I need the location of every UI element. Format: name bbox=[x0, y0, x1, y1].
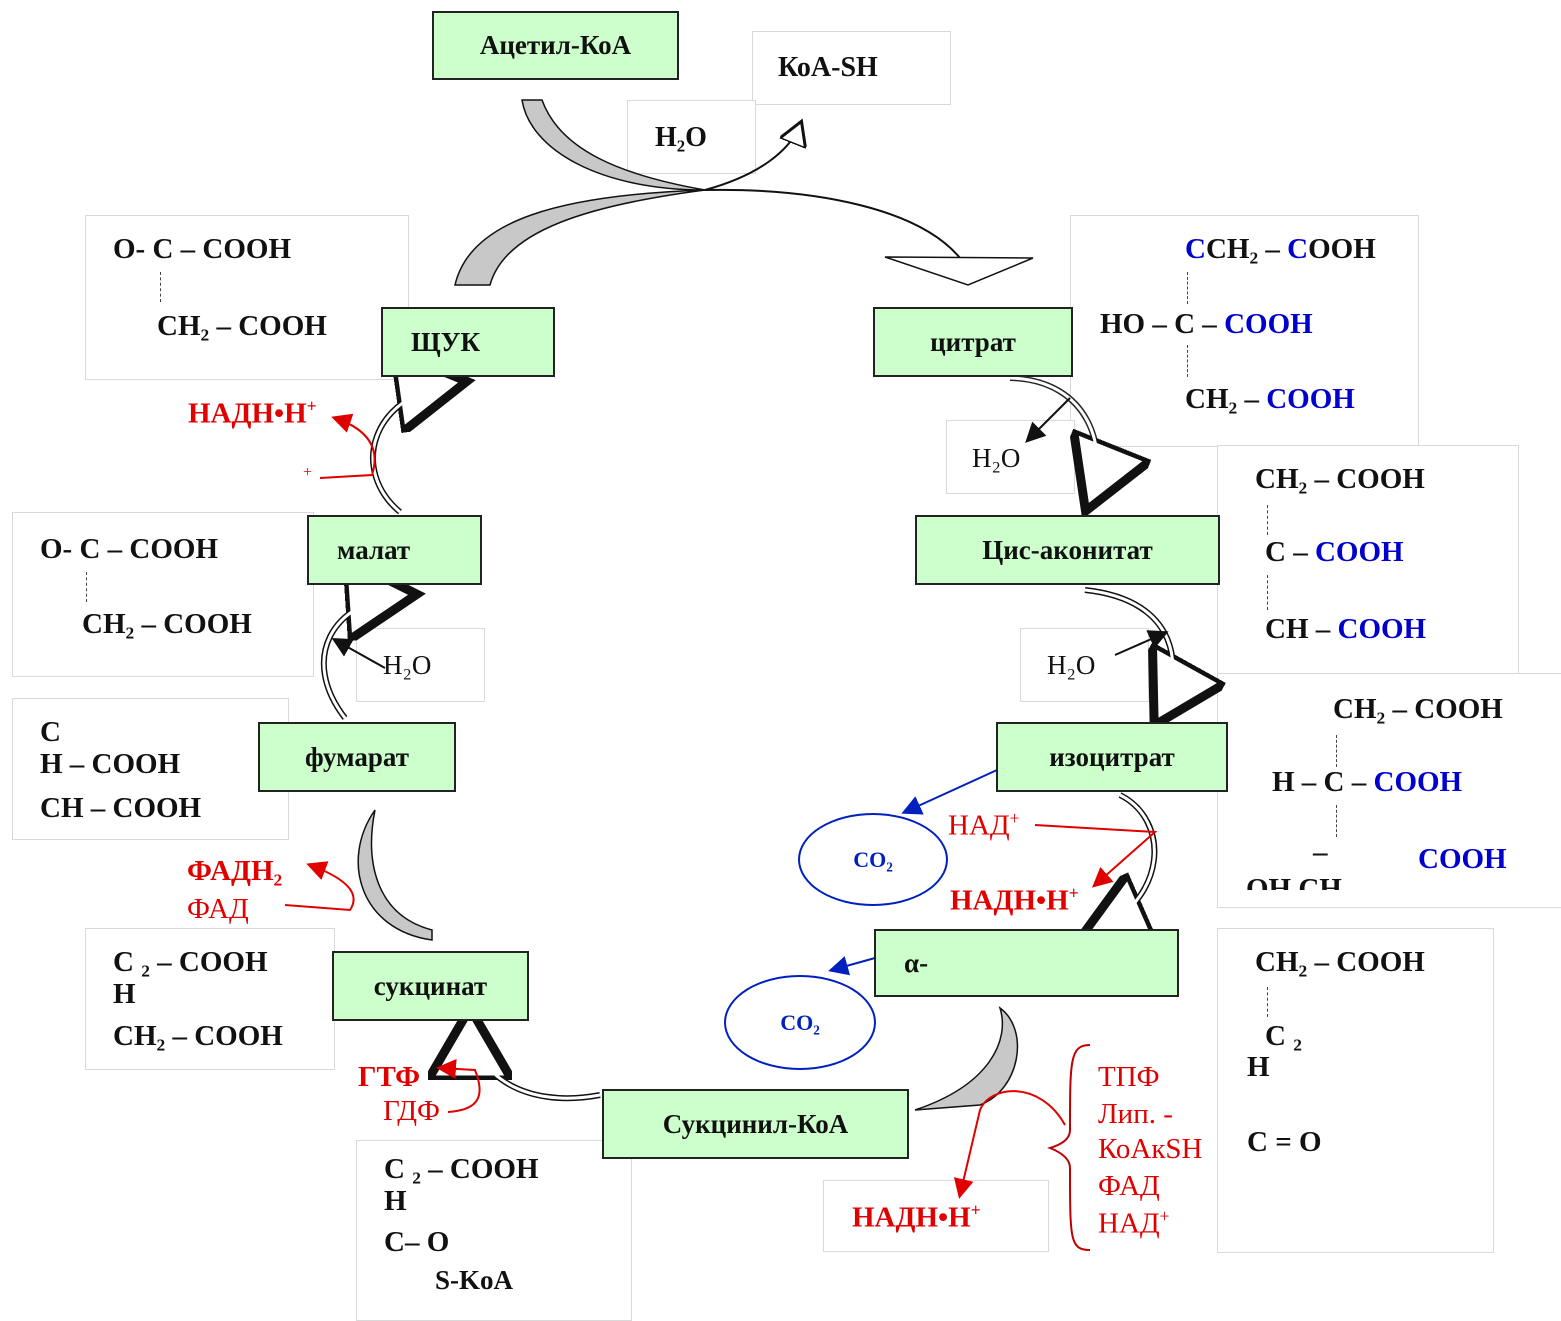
citrate-formula-line2: HO – C – COOH bbox=[1100, 308, 1313, 340]
enzyme-tpf: ТПФ bbox=[1098, 1061, 1160, 1093]
co2-akg: CO₂ bbox=[724, 975, 876, 1070]
malate-box: малат bbox=[307, 515, 482, 585]
h2o-citrate-label: H₂O bbox=[972, 443, 1021, 473]
nadh-isocitrate-label: НАДН•Н+ bbox=[950, 883, 1079, 917]
enzyme-koa: КоАкSН bbox=[1098, 1133, 1203, 1165]
enzyme-lip: Лип. - bbox=[1098, 1098, 1173, 1130]
oaa-to-citrate-arrow bbox=[704, 188, 961, 259]
nadh-malate-label: НАДН•Н+ bbox=[188, 396, 317, 430]
h2o-malate-label: H₂O bbox=[383, 650, 432, 680]
panel-citrate-formula bbox=[1070, 215, 1419, 447]
isocitrate-formula-clip: OH CH bbox=[1240, 870, 1440, 891]
co2-release-akg bbox=[828, 956, 876, 976]
succinate-box: сукцинат bbox=[332, 951, 529, 1021]
fumarate-formula-line2: H – COOH bbox=[40, 748, 181, 780]
panel-koa-sh bbox=[752, 31, 951, 105]
panel-h2o-top bbox=[627, 100, 756, 174]
isocitrate-box: изоцитрат bbox=[996, 722, 1228, 792]
nad-to-nadh-malate bbox=[319, 413, 376, 479]
succinyl-coa-box: Сукцинил-КоА bbox=[602, 1089, 909, 1159]
fad-label: ФАД bbox=[187, 893, 249, 925]
fumarate-formula-c: C bbox=[40, 716, 61, 748]
isocitrate-formula-line4: OH CH bbox=[1246, 873, 1342, 891]
malate-formula-line1: O- C – COOH bbox=[40, 533, 219, 565]
akg-formula-co: C = O bbox=[1247, 1126, 1322, 1158]
gdp-to-gtp bbox=[436, 1058, 481, 1113]
cisaconitate-formula-line3: CH – COOH bbox=[1265, 613, 1427, 645]
citrate-to-cisaconitate-arrow bbox=[1009, 375, 1097, 500]
enzyme-nad: НАД+ bbox=[1098, 1206, 1170, 1240]
succinylcoa-formula-skoa: S-KoA bbox=[435, 1265, 514, 1295]
h2o-uptake-isocitrate bbox=[1114, 630, 1169, 656]
citrate-formula-line3: CH₂ – COOH bbox=[1185, 383, 1355, 415]
panel-succinylcoa-formula bbox=[356, 1140, 632, 1321]
h2o-uptake-malate bbox=[331, 638, 386, 669]
koa-sh-label: КоА-SH bbox=[778, 52, 878, 83]
fadh2-label: ФАДН₂ bbox=[187, 855, 283, 887]
nad-isocitrate-label: НАД+ bbox=[948, 808, 1020, 842]
panel-isocitrate-formula bbox=[1217, 673, 1561, 908]
cis-aconitate-box: Цис-аконитат bbox=[915, 515, 1220, 585]
succinate-formula-line2: CH₂ – COOH bbox=[113, 1020, 283, 1052]
panel-h2o-citrate bbox=[946, 420, 1075, 494]
panel-oxaloacetate-formula bbox=[85, 215, 409, 380]
panel-h2o-isocitrate bbox=[1020, 628, 1149, 702]
isocitrate-formula-line1: CH₂ – COOH bbox=[1333, 693, 1503, 725]
co2-isocitrate: CO₂ bbox=[798, 813, 948, 906]
enzyme-bracket bbox=[1046, 1044, 1091, 1251]
panel-fumarate-formula bbox=[12, 698, 289, 840]
succinylcoa-formula-line1: C ₂ – COOH bbox=[384, 1153, 539, 1185]
succinylcoa-formula-co: C– O bbox=[384, 1226, 450, 1258]
succinate-formula-line1: C ₂ – COOH bbox=[113, 946, 268, 978]
succinylcoa-formula-h: H bbox=[384, 1185, 407, 1217]
oaa-to-citrate-band bbox=[454, 189, 706, 286]
isocitrate-formula-line2: H – C – COOH bbox=[1272, 766, 1463, 798]
panel-succinate-formula bbox=[85, 928, 335, 1070]
cisaconitate-to-isocitrate-arrow bbox=[1084, 587, 1173, 715]
nad-to-nadh-akg bbox=[953, 1090, 1066, 1199]
malate-formula-line2: CH₂ – COOH bbox=[82, 608, 252, 640]
malate-to-oaa-arrow bbox=[370, 383, 455, 515]
oaa-formula-line1: O- C – COOH bbox=[113, 233, 292, 265]
citrate-formula-line1: CCH₂ – CCOOHOOH bbox=[1185, 233, 1376, 265]
isocitrate-formula-minus: – bbox=[1313, 836, 1328, 868]
fad-to-fadh2 bbox=[284, 861, 355, 912]
isocitrate-formula-cooh: COOH bbox=[1418, 843, 1507, 875]
panel-nadh-bottom bbox=[823, 1180, 1049, 1252]
cisaconitate-formula-line2: C – COOH bbox=[1265, 536, 1404, 568]
cisaconitate-formula-line1: CH₂ – COOH bbox=[1255, 463, 1425, 495]
succinate-to-fumarate-band bbox=[357, 809, 433, 941]
koa-outflow-arrow bbox=[704, 125, 800, 191]
akg-formula-c2: C ₂ bbox=[1265, 1020, 1302, 1052]
h2o-isocitrate-label: H₂O bbox=[1047, 650, 1096, 680]
nad-to-nadh-isocitrate bbox=[1034, 824, 1158, 888]
gtp-label: ГТФ bbox=[358, 1061, 421, 1093]
alpha-ketoglutarate-box: α- bbox=[874, 929, 1179, 997]
h2o-release-citrate bbox=[1025, 397, 1071, 443]
akg-formula-line1: CH₂ – COOH bbox=[1255, 946, 1425, 978]
akg-to-succinylcoa-band bbox=[914, 1006, 1019, 1111]
citrate-box: цитрат bbox=[873, 307, 1073, 377]
succinylcoa-to-succinate-arrow bbox=[470, 1020, 601, 1102]
co2-release-isocitrate bbox=[901, 769, 998, 815]
acetyl-coa-box: Ацетил-КоА bbox=[432, 11, 679, 80]
gdp-label: ГДФ bbox=[383, 1095, 440, 1127]
enzyme-fad: ФАД bbox=[1098, 1170, 1160, 1202]
fumarate-box: фумарат bbox=[258, 722, 456, 792]
nadh-akg-label: НАДН•Н+ bbox=[852, 1200, 981, 1234]
panel-akg-formula bbox=[1217, 928, 1494, 1253]
succinate-formula-h: H bbox=[113, 978, 136, 1010]
citrate-arrowhead bbox=[884, 256, 1034, 286]
h2o-top-label: H₂O bbox=[655, 122, 707, 153]
oxaloacetate-box: ЩУК bbox=[381, 307, 555, 377]
fumarate-formula-line3: CH – COOH bbox=[40, 792, 202, 824]
nad-malate-plus: + bbox=[303, 464, 313, 481]
oaa-formula-line2: CH₂ – COOH bbox=[157, 310, 327, 342]
panel-malate-formula bbox=[12, 512, 314, 677]
akg-formula-h: H bbox=[1247, 1051, 1270, 1083]
